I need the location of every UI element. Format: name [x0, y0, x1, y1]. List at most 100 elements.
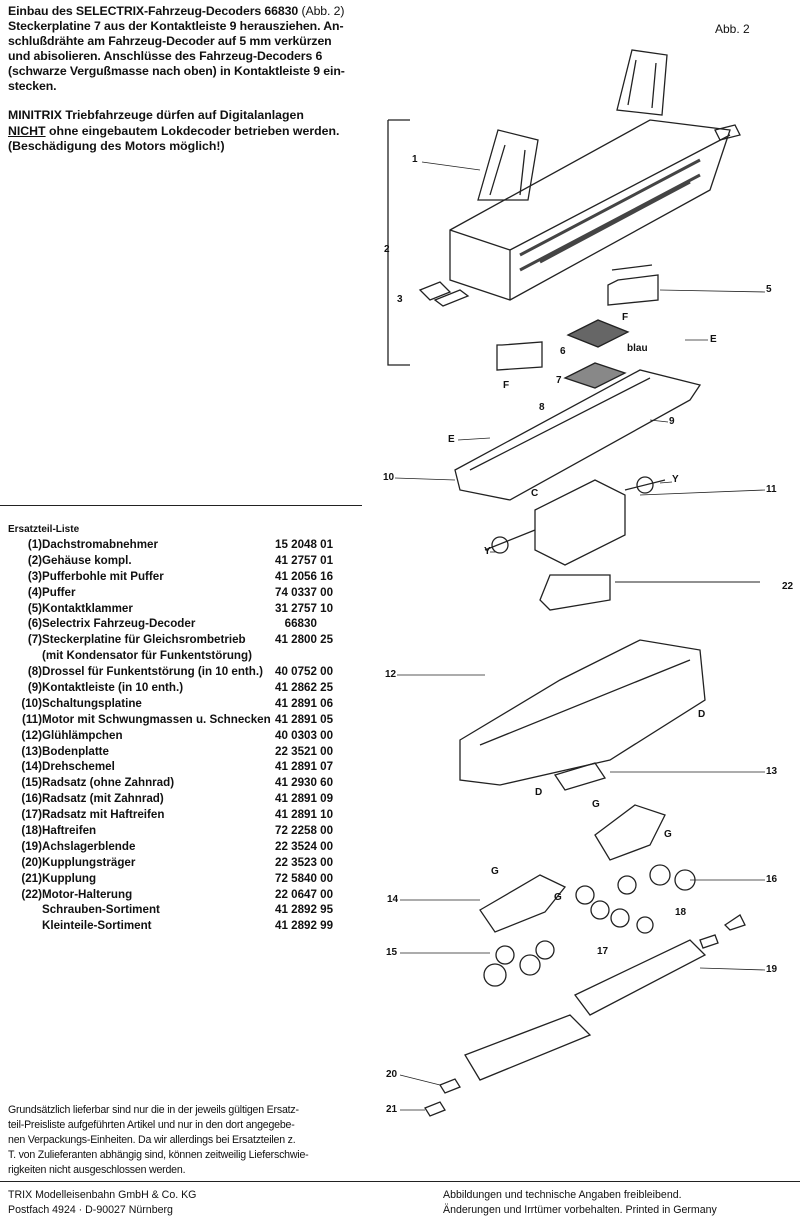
- parts-list-row: (mit Kondensator für Funkentstörung): [8, 648, 368, 664]
- motor-holder-drawing: [539, 574, 611, 611]
- callout-label: 8: [539, 402, 545, 413]
- part-number-index: (3): [27, 569, 42, 583]
- article-number: 41 2930 60: [275, 776, 334, 790]
- part-number-index: (4): [27, 585, 42, 599]
- callout-label: E: [710, 334, 717, 345]
- disclaimer-line: Abbildungen und technische Angaben freib…: [443, 1189, 682, 1201]
- part-number-index: (7): [27, 633, 42, 647]
- callout-label: Y: [672, 474, 679, 485]
- part-number-index: (22): [21, 887, 42, 901]
- part-name: Glühlämpchen: [42, 728, 123, 742]
- disclaimer: Abbildungen und technische Angaben freib…: [443, 1188, 717, 1218]
- part-number-index: (2): [27, 553, 42, 567]
- parts-list-row: (9)Kontaktleiste (in 10 enth.)41 2862 25: [8, 680, 368, 696]
- company-address: TRIX Modelleisenbahn GmbH & Co. KG Postf…: [8, 1188, 196, 1218]
- callout-label: E: [448, 434, 455, 445]
- parts-list-heading: Ersatzteil-Liste: [8, 524, 80, 535]
- article-number: 41 2056 16: [275, 569, 334, 583]
- part-name: Drehschemel: [42, 760, 115, 774]
- article-number: 41 2892 99: [275, 919, 334, 933]
- part-name: Steckerplatine für Gleichsrombetrieb: [42, 633, 246, 647]
- callout-label: 3: [397, 294, 403, 305]
- wheelset-drawing: [483, 864, 696, 987]
- note-line: T. von Zulieferanten abhängig sind, könn…: [8, 1149, 309, 1161]
- callout-label: F: [622, 312, 629, 323]
- article-number: 22 3521 00: [275, 744, 334, 758]
- figure-reference: (Abb. 2): [301, 4, 345, 18]
- callout-label: 9: [669, 416, 675, 427]
- article-number: 40 0752 00: [275, 665, 334, 679]
- part-name: Dachstromabnehmer: [42, 538, 158, 551]
- part-name: Pufferbohle mit Puffer: [42, 569, 164, 583]
- part-number-index: (17): [21, 808, 42, 822]
- article-number: 41 2862 25: [275, 681, 334, 695]
- callout-label: 20: [386, 1069, 398, 1080]
- callout-label: 21: [386, 1104, 398, 1115]
- parts-list-row: (3)Pufferbohle mit Puffer 41 2056 16: [8, 569, 368, 585]
- part-name: Schaltungsplatine: [42, 696, 142, 710]
- callout-label: 6: [560, 346, 566, 357]
- callout-label: 14: [387, 894, 399, 905]
- part-name: Motor mit Schwungmassen u. Schnecken: [42, 712, 271, 726]
- part-name: Bodenplatte: [42, 744, 109, 758]
- warning-notice: MINITRIX Triebfahrzeuge dürfen auf Digit…: [8, 108, 378, 155]
- article-number: 41 2757 01: [275, 553, 334, 567]
- buffer-beam-drawing: [714, 124, 741, 141]
- callout-label: Y: [484, 546, 491, 557]
- part-number-index: (20): [21, 855, 42, 869]
- callout-label: C: [531, 488, 539, 499]
- callout-label: 17: [597, 946, 609, 957]
- installation-instructions: Einbau des SELECTRIX-Fahrzeug-Decoders 6…: [8, 4, 378, 94]
- part-number-index: (5): [27, 601, 42, 615]
- callout-label: G: [491, 866, 499, 877]
- part-number-index: (8): [27, 665, 42, 679]
- callout-label: F: [503, 380, 510, 391]
- callout-label: D: [535, 787, 543, 798]
- pantograph-drawing: [616, 49, 668, 116]
- callout-label: 13: [766, 766, 778, 777]
- article-number: 22 0647 00: [275, 887, 334, 901]
- circuit-board-drawing: [454, 369, 702, 501]
- parts-list-row: (15)Radsatz (ohne Zahnrad)41 2930 60: [8, 775, 368, 791]
- callout-label: 19: [766, 964, 778, 975]
- parts-list-row: Kleinteile-Sortiment 41 2892 99: [8, 918, 368, 934]
- part-name: Kleinteile-Sortiment: [42, 919, 152, 933]
- part-name: Radsatz (ohne Zahnrad): [42, 776, 175, 790]
- warning-line: ohne eingebautem Lokdecoder betrieben we…: [45, 123, 340, 138]
- parts-list-row: (11)Motor mit Schwungmassen u. Schnecken…: [8, 712, 368, 728]
- instructions-title: Einbau des SELECTRIX-Fahrzeug-Decoders 6…: [8, 4, 299, 18]
- contact-clip-drawing: [496, 341, 543, 371]
- part-name: Puffer: [42, 585, 76, 599]
- note-line: nen Verpackungs-Einheiten. Da wir allerd…: [8, 1134, 296, 1146]
- article-number: 41 2892 95: [275, 903, 334, 917]
- article-number: 31 2757 10: [275, 601, 334, 615]
- callout-label: G: [554, 892, 562, 903]
- instruction-line: und abisolieren. Anschlüsse des Fahrzeug…: [8, 49, 323, 63]
- decoder-drawing: [566, 319, 630, 348]
- note-line: teil-Preisliste aufgeführten Artikel und…: [8, 1119, 295, 1131]
- part-name: Haftreifen: [42, 824, 97, 838]
- part-name: Kupplung: [42, 871, 97, 885]
- locomotive-body-drawing: [449, 119, 731, 301]
- divider: [0, 505, 362, 506]
- instruction-line: Steckerplatine 7 aus der Kontaktleiste 9…: [8, 19, 344, 33]
- part-name: (mit Kondensator für Funkentstörung): [42, 649, 252, 663]
- part-name: Selectrix Fahrzeug-Decoder: [42, 617, 196, 631]
- article-number: 40 0303 00: [275, 728, 334, 742]
- callout-label: 15: [386, 947, 398, 958]
- leader-lines: [394, 161, 766, 1111]
- address-line: TRIX Modelleisenbahn GmbH & Co. KG: [8, 1189, 197, 1201]
- axle-cover-drawing: [574, 939, 707, 1016]
- article-number: 41 2891 05: [275, 712, 334, 726]
- group-bracket: [387, 119, 410, 366]
